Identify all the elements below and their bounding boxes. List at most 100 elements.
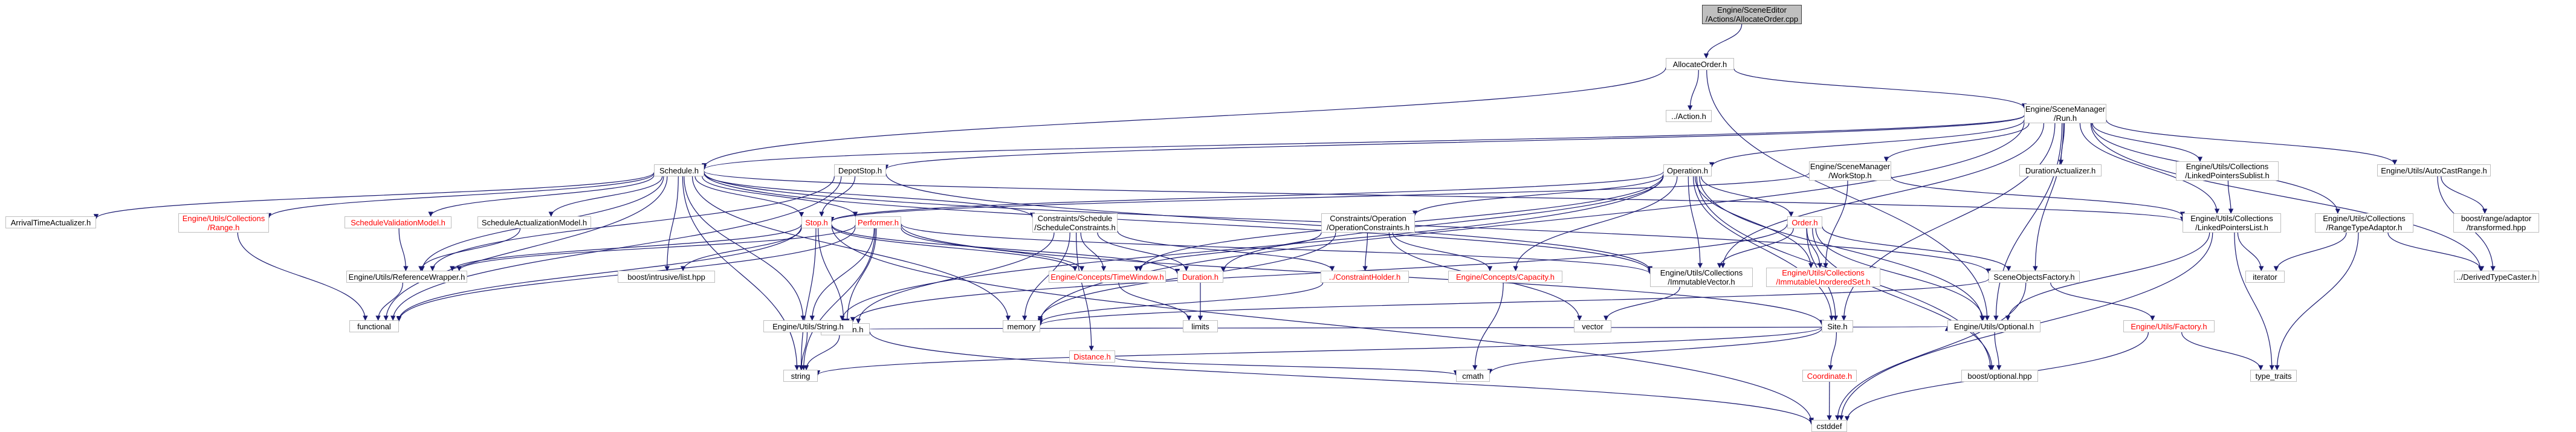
graph-node-schedulevalidationmodel-h[interactable]: ScheduleValidationModel.h [345, 216, 451, 228]
graph-node-order-h[interactable]: Order.h [1787, 216, 1822, 228]
graph-node-vector[interactable]: vector [1574, 320, 1611, 332]
graph-node-durationactualizer-h[interactable]: DurationActualizer.h [2019, 164, 2102, 176]
graph-node-depotstop-h[interactable]: DepotStop.h [834, 164, 886, 176]
graph-node-label: Engine/Utils/Collections [2323, 214, 2406, 223]
graph-edge-stop-h-to-string [798, 228, 817, 370]
graph-edge-location-h-to-optional-h [869, 326, 1948, 332]
graph-edge-workstop-h-to-linkedpointerslist-h [1891, 176, 2186, 217]
graph-node-factory-h[interactable]: Engine/Utils/Factory.h [2123, 320, 2215, 332]
graph-node-label: /LinkedPointersList.h [2195, 223, 2268, 232]
graph-node-coordinate-h[interactable]: Coordinate.h [1802, 370, 1857, 382]
graph-node-performer-h[interactable]: Performer.h [855, 216, 901, 228]
graph-node-timewindow-h[interactable]: Engine/Concepts/TimeWindow.h [1049, 271, 1166, 283]
graph-edge-referencewrapper-h-to-functional [375, 282, 403, 321]
graph-edge-schedulevalidationmodel-h-to-referencewrapper-h [398, 228, 409, 271]
graph-node-label: Engine/Utils/String.h [772, 321, 844, 331]
graph-node-immutablevector-h[interactable]: Engine/Utils/Collections/ImmutableVector… [1650, 268, 1753, 287]
graph-node-functional[interactable]: functional [349, 320, 399, 332]
graph-edge-scheduleconstraints-h-to-duration-h [1097, 232, 1189, 271]
graph-node-label: Engine/SceneManager [2025, 105, 2106, 114]
graph-node-memory[interactable]: memory [1003, 320, 1040, 332]
graph-node-linkedpointerslist-h[interactable]: Engine/Utils/Collections/LinkedPointersL… [2183, 213, 2281, 233]
graph-node-label: Engine/Concepts/TimeWindow.h [1050, 272, 1164, 282]
graph-node-boost-intrusive[interactable]: boost/intrusive/list.hpp [618, 271, 715, 283]
graph-node-label: DepotStop.h [838, 166, 882, 175]
graph-node-boost-transformed[interactable]: boost/range/adaptor/transformed.hpp [2453, 213, 2539, 233]
graph-node-label: Site.h [1827, 321, 1848, 331]
graph-edge-operation-h-to-site-h [1693, 176, 1834, 321]
graph-edge-operation-h-to-duration-h [1220, 175, 1664, 272]
graph-node-label: AllocateOrder.h [1672, 59, 1727, 69]
graph-node-operation-h[interactable]: Operation.h [1663, 164, 1712, 176]
graph-node-workstop-h[interactable]: Engine/SceneManager/WorkStop.h [1809, 161, 1891, 181]
graph-node-autocastrange-h[interactable]: Engine/Utils/AutoCastRange.h [2377, 164, 2491, 176]
graph-node-label: string [791, 371, 811, 381]
graph-edge-order-h-to-string-h [850, 224, 1788, 323]
graph-edge-scene-run-h-to-autocastrange-h [2106, 120, 2398, 165]
graph-edge-linkedpointerssublist-h-to-linkedpointerslist-h [2227, 180, 2234, 214]
graph-node-type-traits[interactable]: type_traits [2250, 370, 2297, 382]
graph-edge-scene-run-h-to-memory [1037, 121, 2025, 323]
graph-node-arrivaltimeactualizer-h[interactable]: ArrivalTimeActualizer.h [5, 216, 96, 228]
graph-edge-order-h-to-boost-optional [1812, 228, 1995, 370]
graph-node-iterator[interactable]: iterator [2245, 271, 2285, 283]
graph-node-linkedpointerssublist-h[interactable]: Engine/Utils/Collections/LinkedPointersS… [2176, 161, 2279, 181]
graph-edge-scene-run-h-to-derivedtypecaster-h [2090, 123, 2484, 271]
graph-node-string-h[interactable]: Engine/Utils/String.h [763, 320, 853, 332]
graph-node-derivedtypecaster-h[interactable]: ../DerivedTypeCaster.h [2454, 271, 2539, 283]
graph-node-sceneobjectsfactory-h[interactable]: SceneObjectsFactory.h [1989, 271, 2080, 283]
graph-node-limits[interactable]: limits [1183, 320, 1218, 332]
graph-node-cmath[interactable]: cmath [1456, 370, 1490, 382]
graph-node-label: /RangeTypeAdaptor.h [2326, 223, 2403, 232]
graph-edge-stop-h-to-timewindow-h [831, 225, 1078, 271]
graph-node-stop-h[interactable]: Stop.h [801, 216, 832, 228]
graph-node-action-h[interactable]: ../Action.h [1666, 110, 1712, 122]
graph-node-site-h[interactable]: Site.h [1822, 320, 1853, 332]
graph-edge-operation-h-to-optional-h [1699, 176, 1985, 321]
graph-edge-scene-run-h-to-site-h [1841, 123, 2056, 321]
graph-edge-allocateorder-h-to-schedule-h [701, 67, 1666, 169]
graph-node-referencewrapper-h[interactable]: Engine/Utils/ReferenceWrapper.h [346, 271, 467, 283]
graph-node-label: iterator [2253, 272, 2277, 282]
graph-edge-operation-h-to-capacity-h [1513, 176, 1678, 271]
graph-node-scheduleactualizationmodel-h[interactable]: ScheduleActualizationModel.h [477, 216, 591, 228]
graph-node-range-h[interactable]: Engine/Utils/Collections/Range.h [178, 213, 269, 233]
graph-node-label: /OperationConstraints.h [1326, 223, 1410, 232]
graph-edge-depotstop-h-to-immutablevector-h [885, 173, 1653, 272]
graph-node-cstddef[interactable]: cstddef [1811, 420, 1847, 432]
graph-node-boost-optional[interactable]: boost/optional.hpp [1961, 370, 2038, 382]
graph-node-optional-h[interactable]: Engine/Utils/Optional.h [1947, 320, 2040, 332]
graph-node-label: boost/range/adaptor [2461, 214, 2532, 223]
graph-node-operationconstraints-h[interactable]: Constraints/Operation/OperationConstrain… [1321, 213, 1415, 233]
graph-edge-scene-run-h-to-linkedpointerslist-h [2079, 123, 2220, 214]
graph-node-label: /Run.h [2053, 114, 2077, 123]
graph-node-string[interactable]: string [783, 370, 818, 382]
graph-node-constraintholder-h[interactable]: ../ConstraintHolder.h [1321, 271, 1409, 283]
graph-edge-site-h-to-cmath [1487, 328, 1822, 375]
graph-edge-site-h-to-coordinate-h [1828, 332, 1837, 370]
graph-node-label: Duration.h [1182, 272, 1218, 282]
graph-node-label: SceneObjectsFactory.h [1993, 272, 2075, 282]
graph-node-immutableunorderedset-h[interactable]: Engine/Utils/Collections/ImmutableUnorde… [1766, 268, 1880, 287]
graph-edge-stop-h-to-cstddef [831, 225, 1814, 423]
graph-edge-stop-h-to-location-h [818, 228, 846, 324]
graph-node-label: Engine/Utils/Optional.h [1953, 321, 2034, 331]
graph-node-schedule-h[interactable]: Schedule.h [654, 164, 704, 176]
graph-edge-factory-h-to-type-traits [2181, 332, 2264, 370]
graph-node-duration-h[interactable]: Duration.h [1177, 271, 1223, 283]
graph-node-scene-run-h[interactable]: Engine/SceneManager/Run.h [2024, 104, 2106, 123]
graph-node-distance-h[interactable]: Distance.h [1069, 350, 1115, 363]
graph-edge-scene-run-h-to-operation-h [1709, 120, 2025, 167]
graph-node-label: memory [1007, 321, 1036, 331]
graph-node-scheduleconstraints-h[interactable]: Constraints/Schedule/ScheduleConstraints… [1032, 213, 1118, 233]
graph-edge-schedule-h-to-performer-h [702, 176, 858, 217]
graph-node-rangetypeadaptor-h[interactable]: Engine/Utils/Collections/RangeTypeAdapto… [2315, 213, 2413, 233]
graph-edge-order-h-to-optional-h [1815, 228, 1985, 321]
graph-node-allocateorder-h[interactable]: AllocateOrder.h [1666, 58, 1734, 70]
graph-node-root[interactable]: Engine/SceneEditor/Actions/AllocateOrder… [1702, 5, 1802, 24]
graph-edge-capacity-h-to-cmath [1472, 282, 1504, 370]
graph-edge-performer-h-to-immutablevector-h [901, 224, 1652, 275]
graph-edge-operationconstraints-h-to-constraintholder-h [1362, 232, 1368, 271]
graph-edge-scheduleconstraints-h-to-distance-h [1076, 232, 1094, 351]
graph-node-capacity-h[interactable]: Engine/Concepts/Capacity.h [1448, 271, 1562, 283]
